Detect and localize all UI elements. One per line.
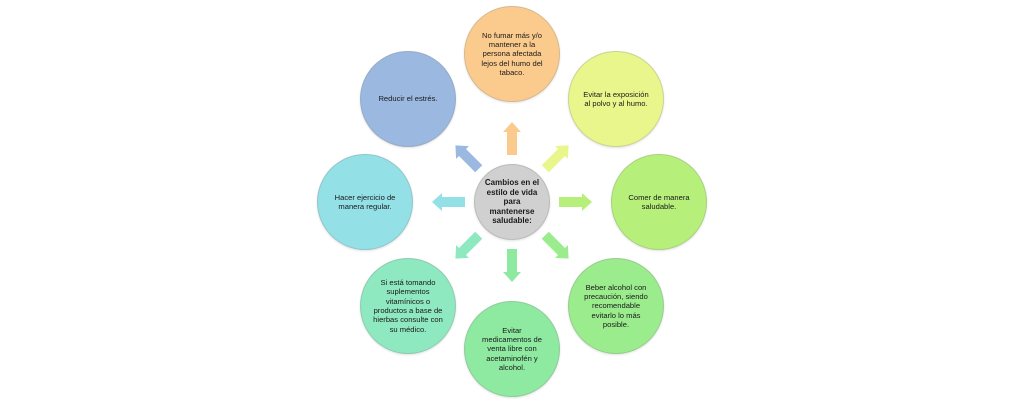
center-node-label: Cambios en el estilo de vida para manten… [484,178,540,226]
node-top-label: No fumar más y/o mantener a la persona a… [481,30,543,77]
arrow-top [503,122,521,155]
arrow-right [559,193,592,211]
node-top: No fumar más y/o mantener a la persona a… [464,6,560,102]
arrow-top-right [541,145,569,173]
arrow-left [432,193,465,211]
node-top-left: Reducir el estrés. [360,51,456,147]
arrow-bottom [503,249,521,282]
arrow-bottom-right [541,231,569,259]
node-bottom-label: Evitar medicamentos de venta libre con a… [482,325,542,372]
node-left: Hacer ejercicio de manera regular. [317,154,413,250]
node-top-left-label: Reducir el estrés. [378,94,438,104]
node-right-label: Comer de manera saludable. [628,192,690,211]
node-bottom-right-label: Beber alcohol con precaución, siendo rec… [584,282,648,329]
node-bottom: Evitar medicamentos de venta libre con a… [464,301,560,397]
arrow-bottom-left [455,231,483,259]
node-bottom-left: Si está tomando suplementos vitamínicos … [360,258,456,354]
node-bottom-left-label: Si está tomando suplementos vitamínicos … [373,278,443,334]
node-bottom-right: Beber alcohol con precaución, siendo rec… [568,258,664,354]
node-top-right: Evitar la exposición al polvo y al humo. [568,51,664,147]
center-node: Cambios en el estilo de vida para manten… [474,164,550,240]
node-top-right-label: Evitar la exposición al polvo y al humo. [583,89,649,108]
arrow-top-left [455,145,483,173]
node-left-label: Hacer ejercicio de manera regular. [334,192,396,211]
node-right: Comer de manera saludable. [611,154,707,250]
